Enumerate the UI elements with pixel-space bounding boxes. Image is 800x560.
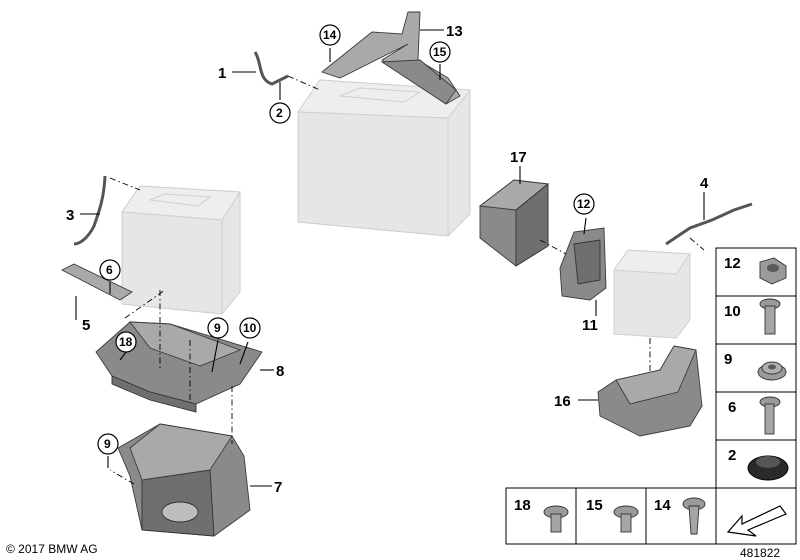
label-12: 12 [577, 197, 591, 211]
leader-lines [75, 29, 705, 487]
label-6: 6 [106, 263, 113, 277]
nut-12-icon [759, 257, 787, 285]
label-8: 8 [276, 363, 284, 380]
bolt-10-icon [759, 298, 781, 335]
grommet-2-icon [747, 455, 789, 481]
label-18: 18 [119, 335, 133, 349]
table-label-10: 10 [724, 303, 741, 320]
label-7: 7 [274, 479, 282, 496]
aux-battery [613, 249, 691, 339]
table-label-18: 18 [514, 497, 531, 514]
label-2: 2 [276, 106, 283, 120]
nut-9-icon [757, 361, 787, 381]
table-label-6: 6 [728, 399, 736, 416]
diagram-number: 481822 [740, 546, 781, 560]
screw-15-icon [613, 505, 639, 533]
label-14: 14 [323, 28, 337, 42]
screw-14-icon [682, 497, 706, 535]
strip-5 [61, 263, 133, 301]
label-4: 4 [700, 175, 709, 192]
orientation-arrow-icon [726, 505, 787, 537]
label-9-base: 9 [104, 437, 111, 451]
label-13: 13 [446, 23, 463, 40]
label-15: 15 [433, 45, 447, 59]
label-16: 16 [554, 393, 571, 410]
callout-circles [97, 24, 595, 455]
cable-1 [253, 51, 289, 86]
copyright-text: © 2017 BMW AG [6, 542, 98, 556]
bracket-13 [321, 11, 461, 105]
label-9-tray: 9 [214, 321, 221, 335]
table-label-15: 15 [586, 497, 603, 514]
clip-11 [559, 227, 607, 301]
label-3: 3 [66, 207, 74, 224]
label-10: 10 [243, 321, 257, 335]
holder-17 [478, 179, 550, 267]
fastener-table-bottom: 18 15 14 [505, 487, 797, 545]
assembly-lines [109, 75, 705, 485]
table-label-9: 9 [724, 351, 732, 368]
table-label-2: 2 [728, 447, 736, 464]
bolt-6-icon [759, 396, 781, 435]
label-5: 5 [82, 317, 90, 334]
large-battery [297, 79, 471, 237]
label-11: 11 [582, 317, 598, 334]
table-label-14: 14 [654, 497, 671, 514]
label-17: 17 [510, 149, 527, 166]
table-label-12: 12 [724, 255, 741, 272]
fastener-table-side: 12 10 9 6 2 [715, 247, 797, 489]
tray-8 [95, 321, 263, 413]
cable-3 [73, 175, 107, 246]
label-1: 1 [218, 65, 226, 82]
part-labels: 1 2 3 4 5 6 7 8 9 9 10 11 12 13 14 15 16… [66, 23, 709, 496]
screw-18-icon [543, 505, 569, 533]
base-7 [117, 423, 251, 537]
small-battery [121, 185, 241, 315]
cover-16 [597, 345, 703, 437]
cable-4 [665, 202, 753, 246]
